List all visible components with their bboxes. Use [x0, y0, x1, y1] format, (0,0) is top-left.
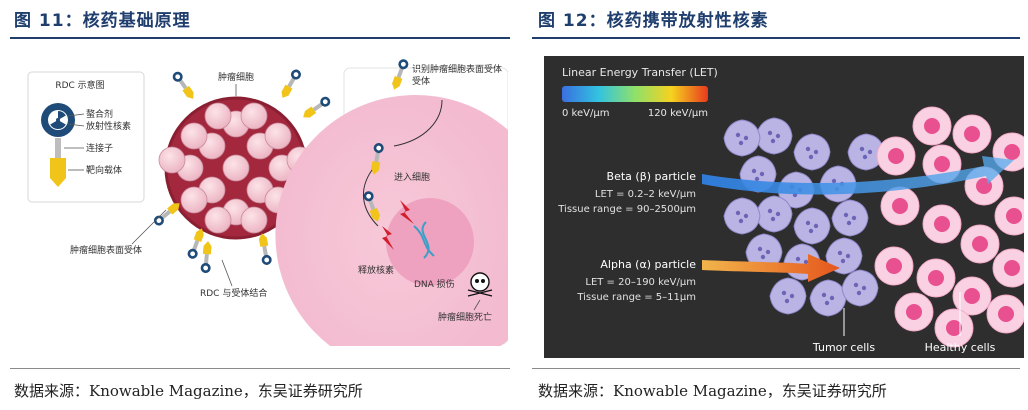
recognize-label-line2: 受体 — [412, 75, 430, 87]
tumor-cell — [793, 207, 831, 245]
alpha-name: Alpha (α) particle — [600, 258, 696, 271]
left-figure-title: 图 11：核药基础原理 — [14, 11, 191, 31]
healthy-cell — [934, 308, 974, 348]
right-bottom-rule — [532, 368, 1020, 369]
healthy-cells-caption: Healthy cells — [925, 341, 996, 354]
beta-let: LET = 0.2–2 keV/μm — [595, 189, 696, 200]
tumor-cell — [793, 133, 831, 171]
tumor-cell — [723, 197, 761, 235]
skull-icon — [467, 272, 493, 297]
cell-death-label: 肿瘤细胞死亡 — [438, 311, 492, 323]
healthy-cell — [876, 136, 916, 176]
healthy-cell — [952, 276, 992, 316]
healthy-cell — [992, 248, 1024, 288]
cell-interior-panel: 识别肿瘤细胞表面受体 受体 进入细胞 释放核素 DNA 损伤 肿瘤细胞死亡 — [275, 57, 508, 346]
healthy-cell — [922, 204, 962, 244]
rdc-box-title: RDC 示意图 — [55, 79, 104, 91]
healthy-cell — [952, 114, 992, 154]
radionuclide-let-diagram: Linear Energy Transfer (LET) 0 keV/μm 12… — [544, 56, 1024, 358]
tumor-cells-caption: Tumor cells — [812, 341, 875, 354]
healthy-cell — [994, 196, 1024, 236]
dna-icon — [413, 221, 435, 259]
tumor-cell — [222, 154, 250, 182]
let-color-scale — [562, 86, 708, 102]
release-label: 释放核素 — [358, 264, 394, 276]
healthy-cell — [880, 186, 920, 226]
alpha-arrow — [702, 254, 840, 282]
tumor-cell — [769, 277, 807, 315]
tumor-cell — [723, 119, 761, 157]
beta-range: Tissue range = 90–2500μm — [557, 204, 696, 215]
tumor-cell — [831, 199, 869, 237]
tumor-cell — [240, 206, 268, 234]
tumor-cell — [825, 237, 863, 275]
healthy-cell — [894, 292, 934, 332]
left-bottom-rule — [10, 368, 510, 369]
right-source-note: 数据来源：Knowable Magazine，东吴证券研究所 — [538, 382, 887, 400]
tumor-cells-label: 肿瘤细胞 — [218, 71, 254, 83]
beta-arrow — [702, 156, 1014, 195]
radionuclide-label: 放射性核素 — [86, 120, 131, 132]
targeting-carrier-label: 靶向载体 — [86, 164, 122, 176]
healthy-cell — [916, 258, 956, 298]
tumor-cell — [847, 133, 885, 171]
tumor-cell — [204, 206, 232, 234]
healthy-cell — [874, 246, 914, 286]
cell-field — [723, 106, 1024, 348]
rdc-binding-label: RDC 与受体结合 — [200, 287, 267, 299]
alpha-range: Tissue range = 5–11μm — [576, 292, 696, 303]
dna-damage-label: DNA 损伤 — [414, 278, 455, 290]
alpha-let: LET = 20–190 keV/μm — [585, 277, 696, 288]
tumor-cell — [809, 279, 847, 317]
targeting-carrier-shape — [50, 158, 66, 187]
rdc-schematic-box: RDC 示意图 螯合剂 放射性核素 连接子 靶向载体 — [27, 71, 145, 203]
left-title-rule — [10, 37, 510, 39]
nucleus — [386, 198, 474, 286]
let-max-label: 120 keV/μm — [648, 108, 708, 119]
beta-name: Beta (β) particle — [607, 170, 697, 183]
tumor-cell — [180, 186, 208, 214]
chelator-label: 螯合剂 — [86, 108, 113, 120]
tumor-cell — [240, 102, 268, 130]
healthy-cell — [986, 294, 1024, 334]
tumor-cell — [180, 122, 208, 150]
lightning-icon — [382, 200, 414, 250]
recognize-label: 识别肿瘤细胞表面受体 — [412, 63, 502, 75]
tumor-cell — [755, 117, 793, 155]
tumor-cell — [204, 102, 232, 130]
left-source-note: 数据来源：Knowable Magazine，东吴证券研究所 — [14, 382, 363, 400]
tumor-cell — [264, 122, 292, 150]
let-min-label: 0 keV/μm — [562, 108, 609, 119]
tumor-mass — [158, 96, 314, 240]
healthy-cell — [960, 224, 1000, 264]
linker-shape — [55, 138, 61, 158]
tumor-cell — [841, 269, 879, 307]
linker-label: 连接子 — [86, 142, 113, 154]
tumor-cell — [158, 146, 186, 174]
receptor-label: 肿瘤细胞表面受体 — [70, 244, 142, 256]
right-title-rule — [532, 37, 1020, 39]
radiation-icon — [50, 111, 66, 130]
let-title: Linear Energy Transfer (LET) — [562, 66, 718, 79]
tumor-cell — [755, 195, 793, 233]
healthy-cell — [912, 106, 952, 146]
right-figure-title: 图 12：核药携带放射性核素 — [538, 11, 769, 31]
rdc-principle-diagram: RDC 示意图 螯合剂 放射性核素 连接子 靶向载体 肿瘤细胞 — [27, 57, 508, 346]
enter-cell-label: 进入细胞 — [394, 171, 430, 183]
